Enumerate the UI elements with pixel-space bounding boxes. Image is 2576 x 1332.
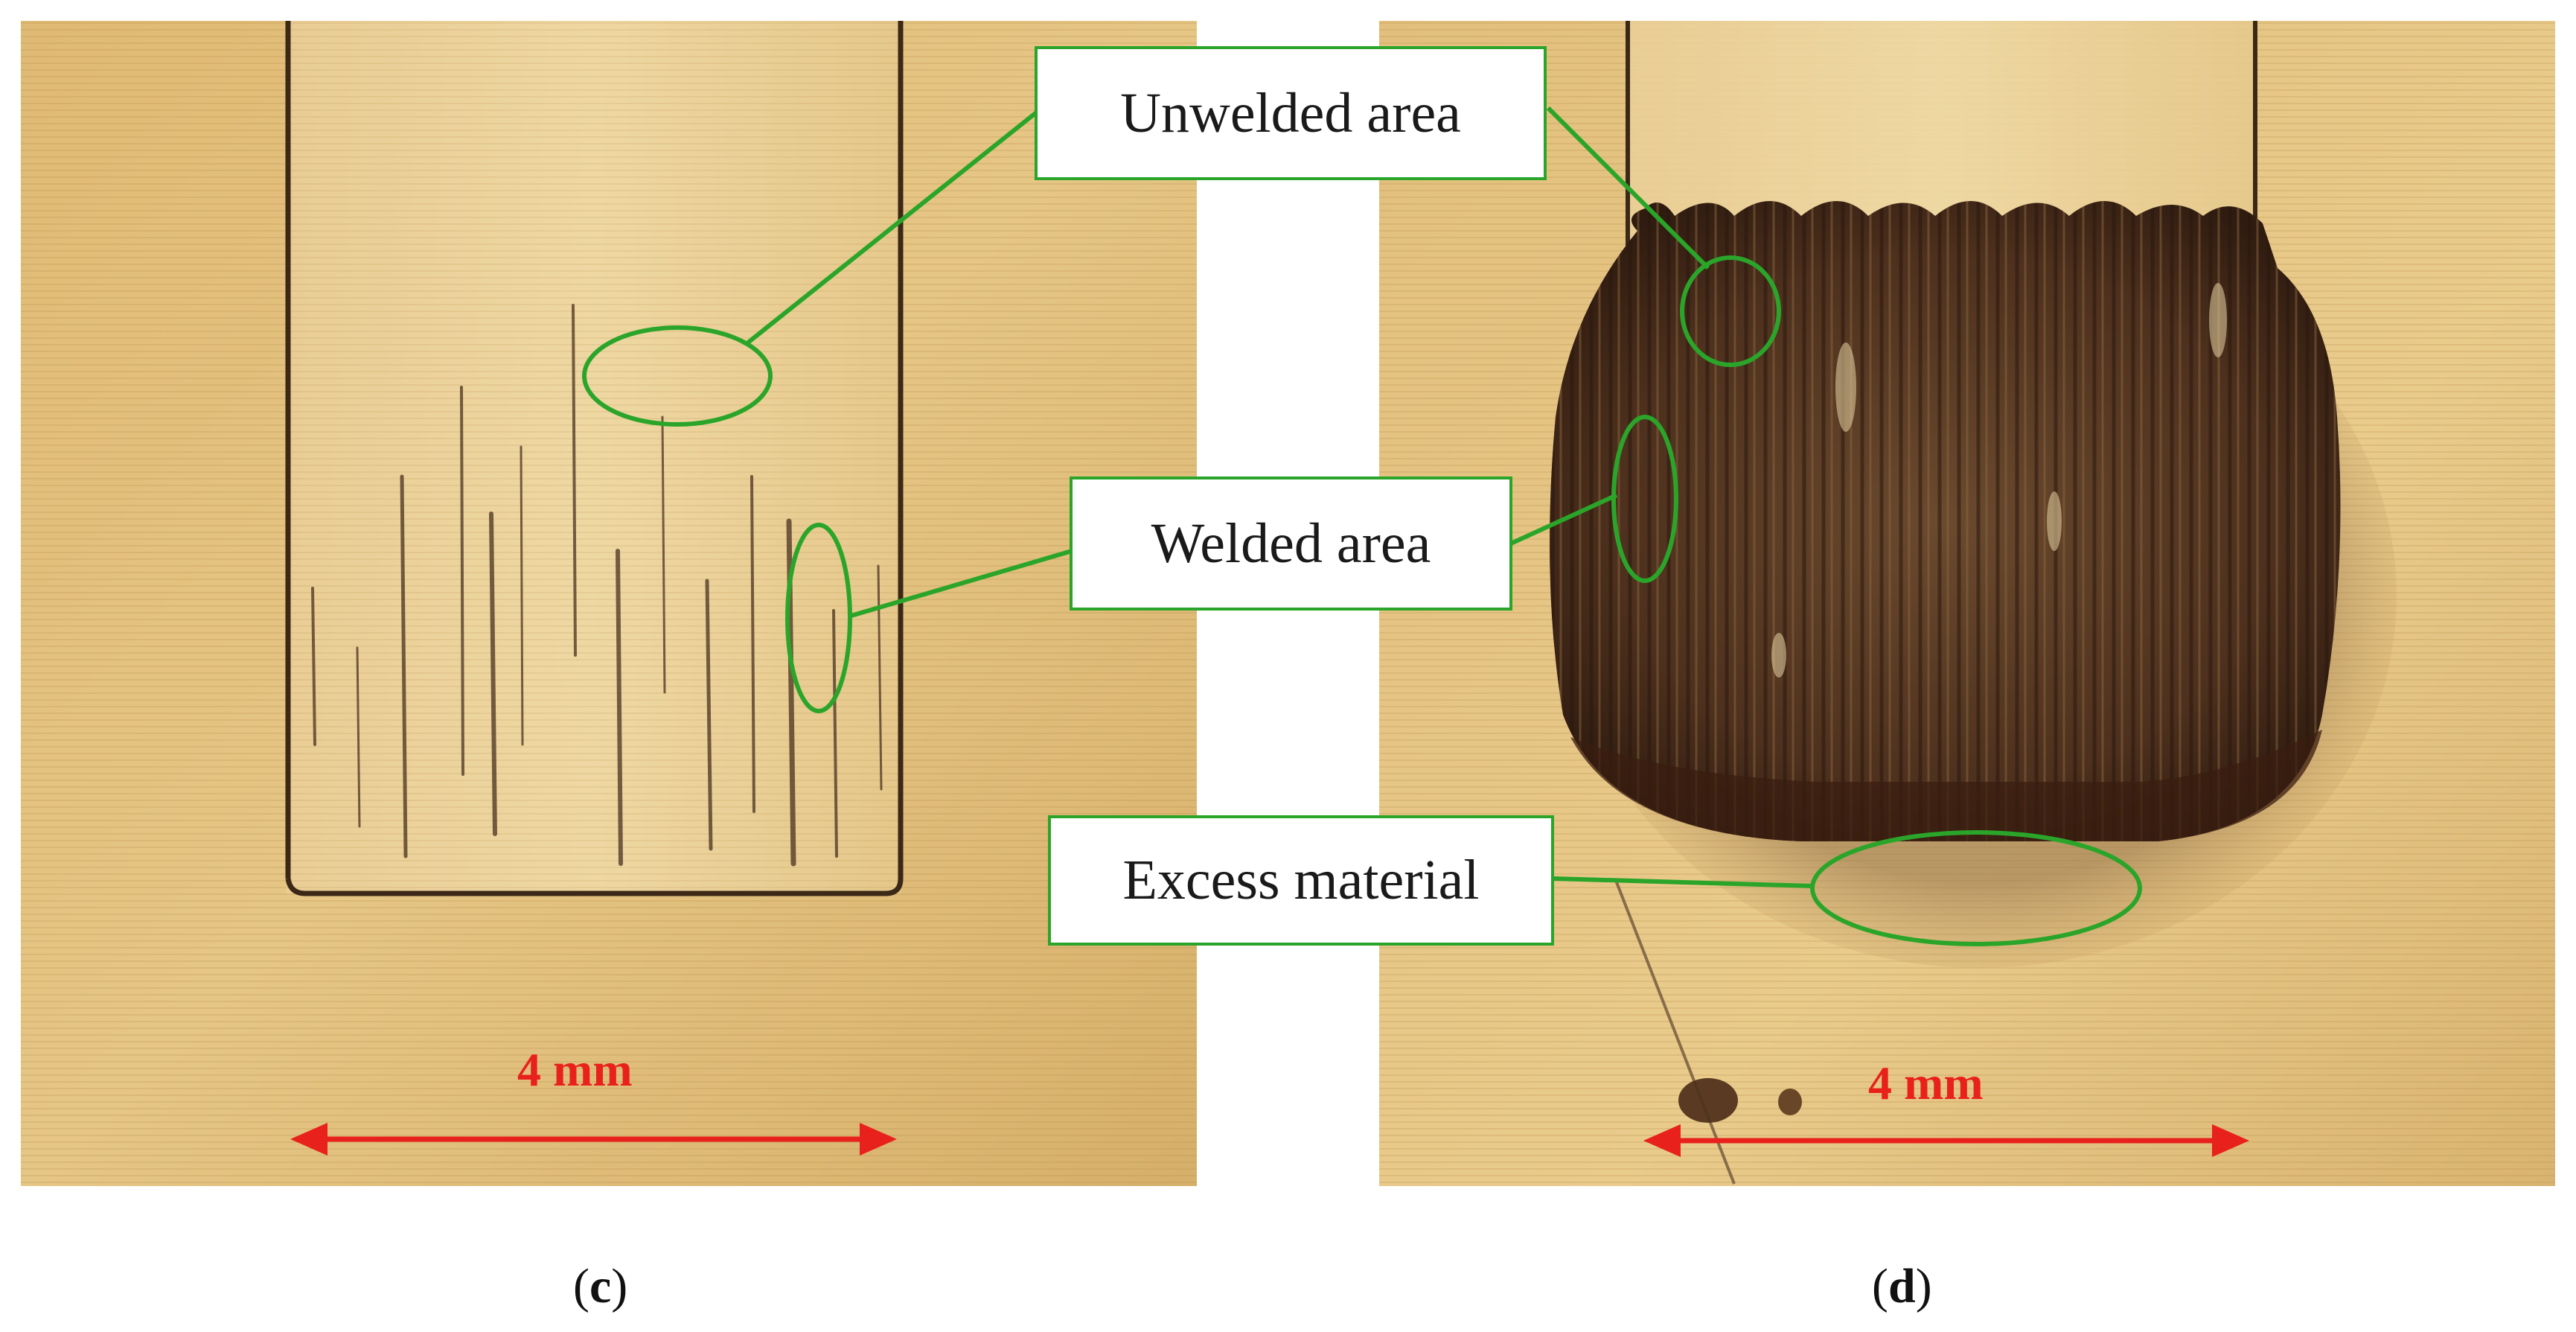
excess-marker <box>1810 830 2142 946</box>
annotation-markers <box>582 106 2142 946</box>
unwelded-area-text: Unwelded area <box>1120 81 1461 144</box>
panel-d-image <box>1379 21 2555 1186</box>
welded-leader-c <box>848 549 1073 619</box>
welded-area-callout: Welded area <box>1070 477 1512 611</box>
unwelded-area-callout: Unwelded area <box>1035 46 1547 180</box>
welded-leader-d <box>1509 493 1618 546</box>
unwelded-leader-d <box>1546 106 1710 270</box>
unwelded-marker-d <box>1680 255 1781 367</box>
scale-label-c: 4 mm <box>517 1043 633 1096</box>
scale-bar-c <box>290 1123 897 1156</box>
panel-label-c: (c) <box>573 1259 628 1313</box>
panel-c-image <box>21 21 1197 1186</box>
welded-area-text: Welded area <box>1151 512 1431 575</box>
unwelded-marker-c <box>582 325 773 427</box>
scale-bar-d <box>1643 1124 2249 1157</box>
unwelded-leader-c <box>747 106 1043 345</box>
excess-leader <box>1553 876 1814 888</box>
excess-material-callout: Excess material <box>1048 815 1554 946</box>
panel-label-d: (d) <box>1872 1259 1932 1313</box>
excess-material-text: Excess material <box>1122 849 1480 911</box>
scale-label-d: 4 mm <box>1868 1057 1984 1109</box>
